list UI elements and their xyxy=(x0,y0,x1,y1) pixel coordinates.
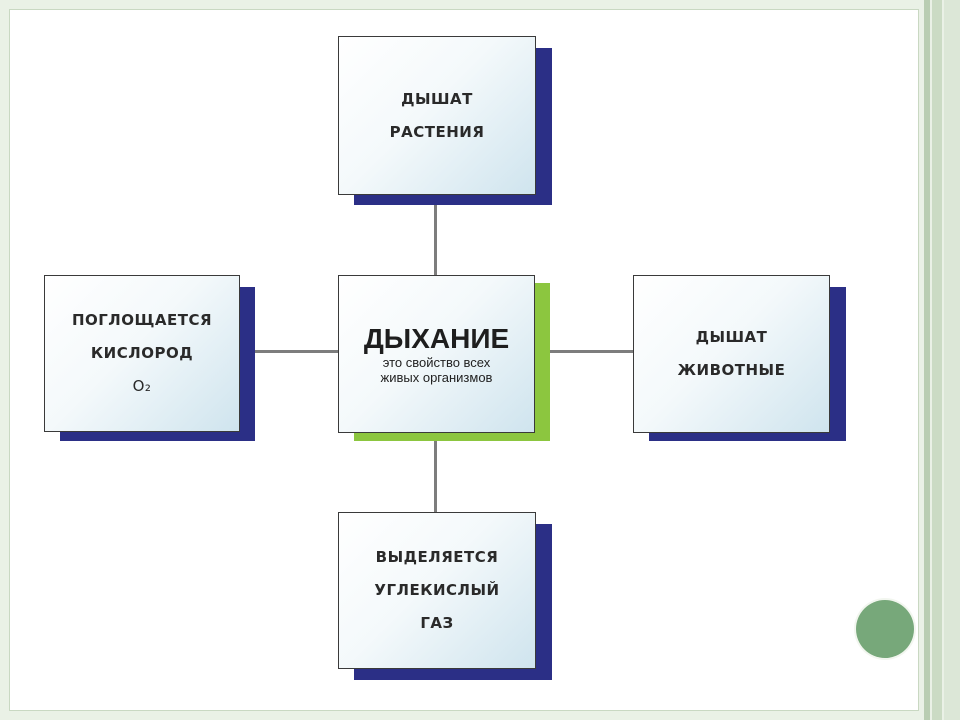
slide-border-stripe xyxy=(932,0,942,720)
diagram-canvas: ДЫШАТ РАСТЕНИЯ ПОГЛОЩАЕТСЯ КИСЛОРОД O₂ Д… xyxy=(36,28,850,684)
connector-bottom xyxy=(434,432,437,514)
node-subtitle: живых организмов xyxy=(380,370,493,385)
connector-left xyxy=(241,350,339,353)
node-box: ДЫХАНИЕ это свойство всех живых организм… xyxy=(338,275,535,433)
node-subtitle: это свойство всех xyxy=(382,355,491,370)
node-text: ПОГЛОЩАЕТСЯ xyxy=(71,311,213,329)
node-text: УГЛЕКИСЛЫЙ xyxy=(374,581,500,599)
connector-right xyxy=(535,350,634,353)
node-text: ЖИВОТНЫЕ xyxy=(677,361,786,379)
node-text: O₂ xyxy=(132,377,152,395)
node-text: ДЫШАТ xyxy=(401,89,473,108)
slide-border-stripe xyxy=(924,0,930,720)
node-text: ДЫШАТ xyxy=(695,328,768,346)
node-text: КИСЛОРОД xyxy=(90,344,194,362)
slide-decor-circle xyxy=(856,600,914,658)
node-box: ДЫШАТ ЖИВОТНЫЕ xyxy=(633,275,830,433)
node-text: ВЫДЕЛЯЕТСЯ xyxy=(375,548,499,566)
connector-top xyxy=(434,195,437,277)
node-box: ВЫДЕЛЯЕТСЯ УГЛЕКИСЛЫЙ ГАЗ xyxy=(338,512,536,669)
node-title: ДЫХАНИЕ xyxy=(363,323,510,354)
node-text: РАСТЕНИЯ xyxy=(389,122,485,141)
node-box: ПОГЛОЩАЕТСЯ КИСЛОРОД O₂ xyxy=(44,275,240,432)
slide-border-stripe xyxy=(944,0,960,720)
node-box: ДЫШАТ РАСТЕНИЯ xyxy=(338,36,536,195)
node-text: ГАЗ xyxy=(420,614,454,632)
